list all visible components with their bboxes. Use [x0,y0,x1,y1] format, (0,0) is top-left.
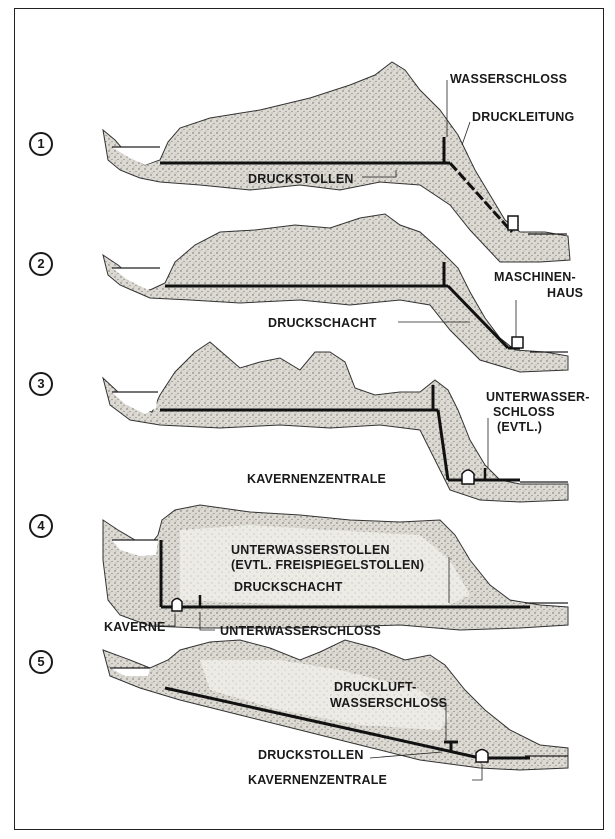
label-druckschacht-4: DRUCKSCHACHT [234,580,343,594]
scheme-number-3: 3 [29,372,53,396]
label-unterwasserschloss-line1: UNTERWASSER- [486,390,590,404]
scheme-number-4: 4 [29,514,53,538]
label-druckluft-line2: WASSERSCHLOSS [330,696,447,710]
powerhouse-1 [508,216,518,230]
label-unterwasserschloss-4: UNTERWASSERSCHLOSS [220,624,381,638]
scheme-number-5: 5 [29,650,53,674]
label-maschinenhaus-line1: MASCHINEN- [494,270,576,284]
label-maschinenhaus-line2: HAUS [547,286,583,300]
label-druckleitung: DRUCKLEITUNG [472,110,574,124]
label-druckluft-line1: DRUCKLUFT- [334,680,417,694]
label-unterwasserstollen-line2: (EVTL. FREISPIEGELSTOLLEN) [231,558,424,572]
label-unterwasserschloss-line2: SCHLOSS [493,405,555,419]
label-druckstollen-5: DRUCKSTOLLEN [258,748,364,762]
label-druckschacht-2: DRUCKSCHACHT [268,316,377,330]
label-wasserschloss: WASSERSCHLOSS [450,72,567,86]
label-druckstollen-1: DRUCKSTOLLEN [248,172,354,186]
label-kavernenzentrale-5: KAVERNENZENTRALE [248,773,387,787]
cavern-3 [462,470,474,484]
cavern-4 [172,599,182,612]
scheme-number-1: 1 [29,132,53,156]
label-unterwasserschloss-line3: (EVTL.) [497,420,542,434]
powerhouse-2 [512,337,523,348]
label-kavernenzentrale-3: KAVERNENZENTRALE [247,472,386,486]
scheme-number-2: 2 [29,252,53,276]
label-kaverne: KAVERNE [104,620,166,634]
label-unterwasserstollen-line1: UNTERWASSERSTOLLEN [231,543,390,557]
cavern-5 [476,750,488,763]
